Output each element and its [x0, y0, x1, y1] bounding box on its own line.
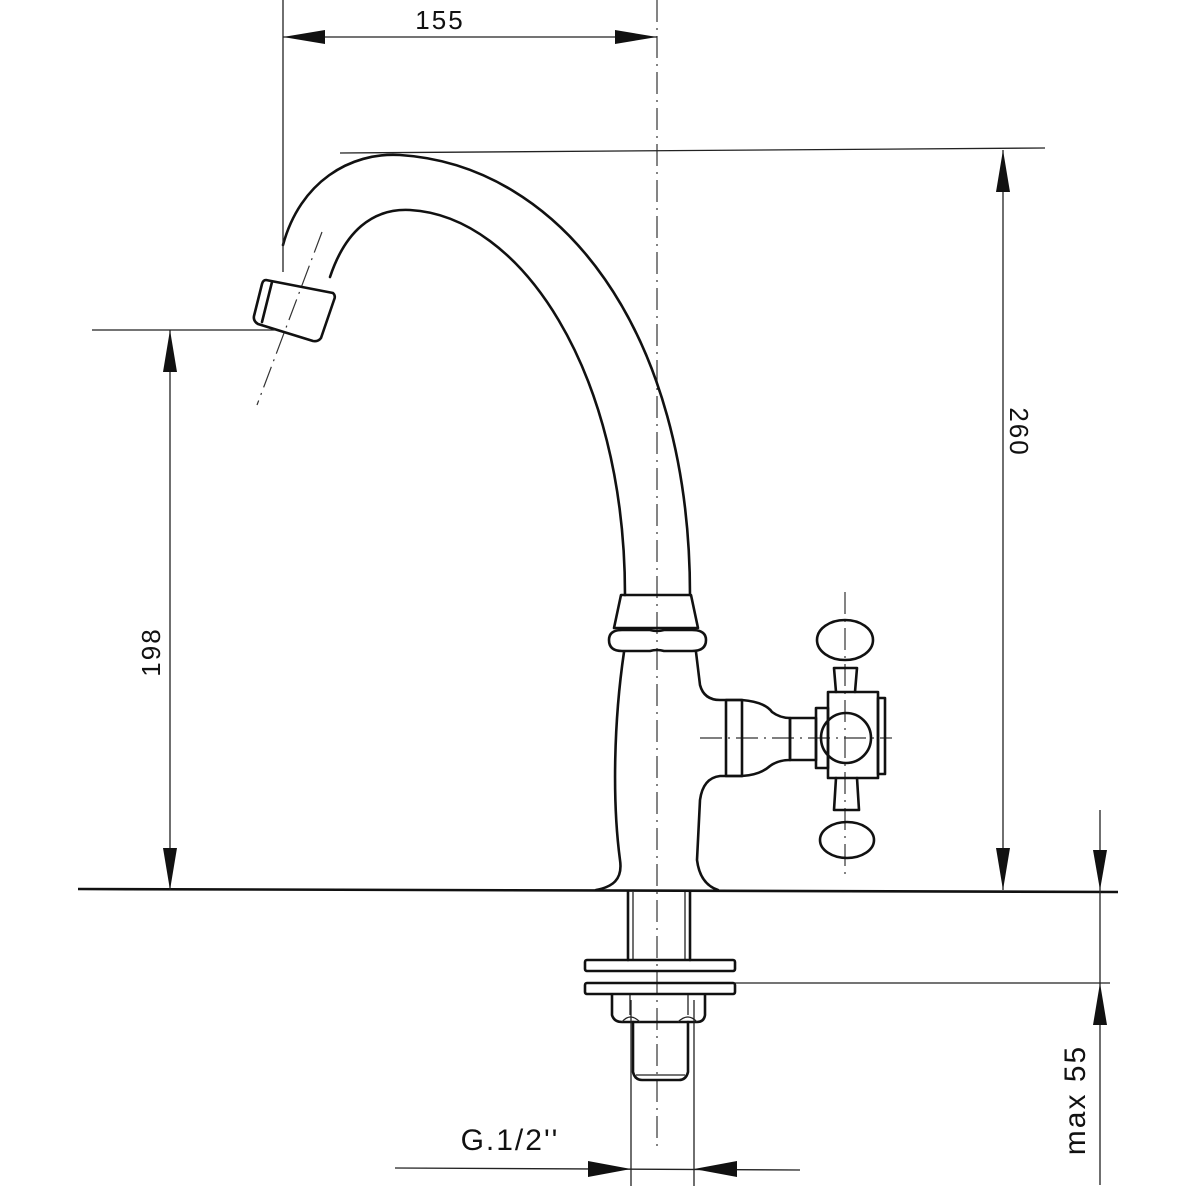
dimension-label-260: 260 — [1004, 407, 1034, 456]
washer — [583, 958, 737, 973]
valve-body — [594, 650, 818, 892]
spout — [252, 153, 692, 597]
thread — [631, 1020, 690, 1082]
dimension-outlet-height: 198 — [92, 329, 275, 890]
dimension-spout-reach: 155 — [282, 0, 657, 272]
dimension-label-max-55: max 55 — [1059, 1045, 1092, 1155]
cross-handle[interactable] — [814, 618, 887, 860]
nozzle-axis — [256, 231, 323, 406]
dimension-total-height: 260 — [339, 147, 1046, 890]
dimension-label-155: 155 — [415, 5, 464, 35]
dimension-thread: G.1/2'' — [394, 1000, 801, 1186]
dimension-max-thickness: max 55 — [735, 810, 1110, 1185]
washer — [583, 981, 737, 996]
handle-knob-bottom — [818, 820, 876, 860]
spout-collar — [607, 593, 708, 653]
lock-nut — [610, 993, 707, 1024]
mounting-shank — [583, 890, 737, 1082]
dimension-label-thread: G.1/2'' — [461, 1124, 560, 1157]
handle-knob-top — [815, 618, 875, 662]
dimension-label-198: 198 — [136, 627, 166, 676]
aerator-nozzle — [252, 278, 337, 343]
